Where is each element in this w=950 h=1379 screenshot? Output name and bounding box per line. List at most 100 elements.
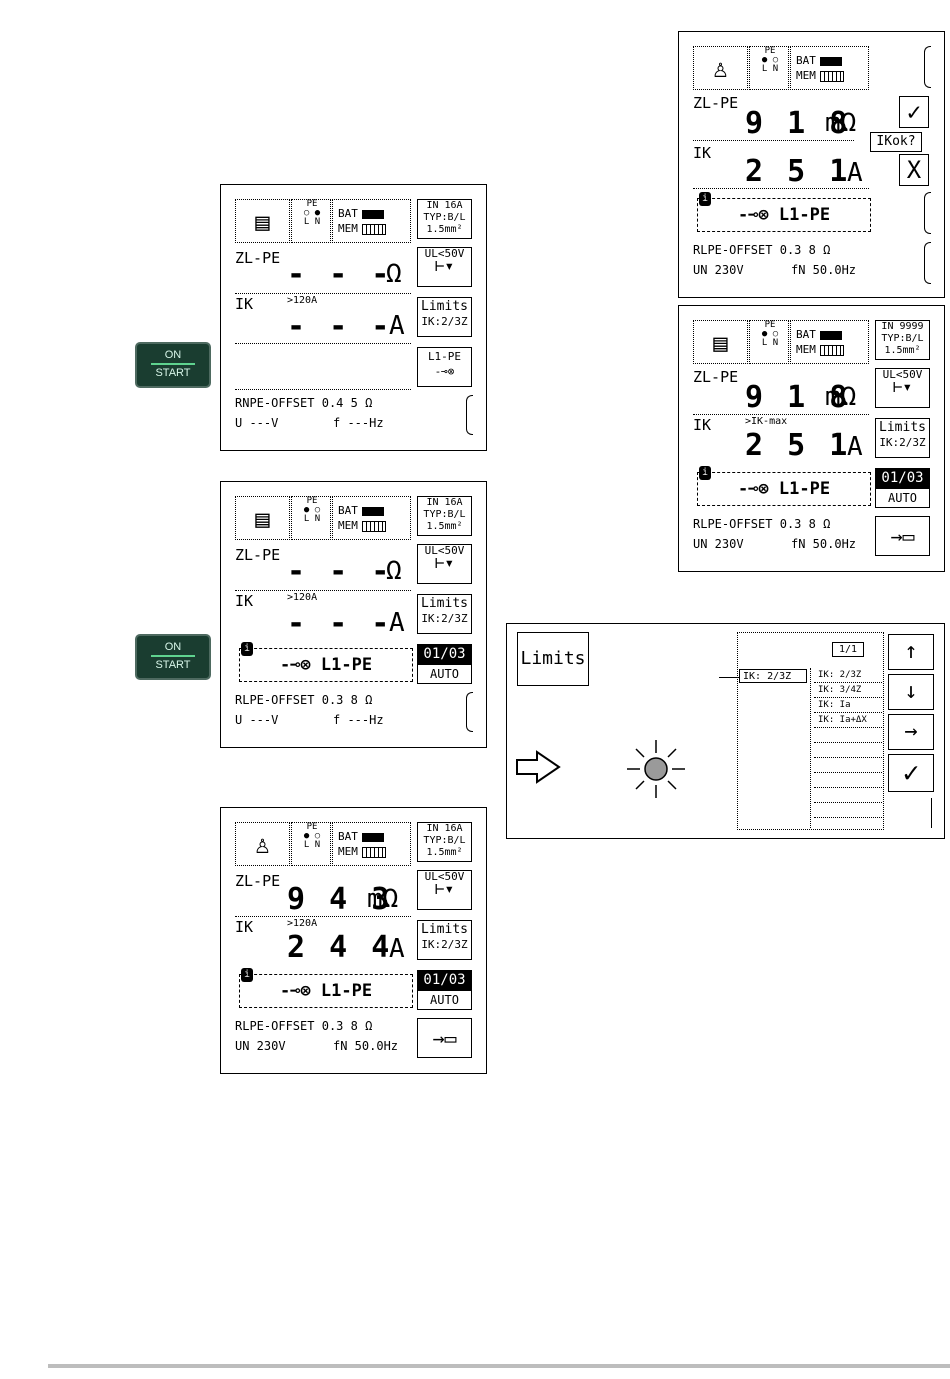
zl-pe-value: 9 1 8 [745,106,851,141]
confirm-button[interactable]: ✓ [899,96,929,128]
offset-row: RNPE-OFFSET 0.4 5 Ω [235,396,373,410]
down-arrow-button[interactable]: ↓ [888,674,934,710]
zl-pe-value: 9 1 8 [745,380,851,415]
auto-button[interactable]: AUTO [417,664,472,684]
connector-line [719,677,739,678]
limit-option[interactable]: IK: 3/4Z [814,683,882,698]
offset-row: RLPE-OFFSET 0.3 8 Ω [235,693,373,707]
ik-ok-prompt: IKok? [870,132,922,152]
auto-button[interactable]: AUTO [417,990,472,1010]
frequency-readout: fN 50.0Hz [791,537,857,551]
counter-button[interactable]: 01/03 [417,970,472,990]
ik-value: 2 5 1 [745,154,851,189]
page-indicator: 1/1 [832,642,864,657]
on-label: ON [164,349,182,361]
ik-range: >120A [287,295,318,306]
probe-l1-pe: -⊸⊗ L1-PE [697,198,871,232]
right-arrow-button[interactable]: → [888,714,934,750]
ik-range: >120A [287,918,318,929]
frequency-readout: fN 50.0Hz [333,1039,399,1053]
limits-list-screen [737,632,884,830]
socket-icon: ▤ [235,199,290,243]
probe-l1-pe: -⊸⊗ L1-PE [697,472,871,506]
ul-limit-button[interactable]: UL<50V⊢▾ [417,247,472,287]
indicator-lamp-icon [627,740,685,798]
socket-icon: ▤ [693,320,748,364]
ul-limit-button[interactable]: UL<50V⊢▾ [875,368,930,408]
ik-label: IK [693,144,712,162]
memory-icon [361,520,386,532]
selected-column [738,668,811,828]
on-start-button[interactable]: ON START [135,634,211,680]
ik-label: IK [235,295,254,313]
frequency-readout: fN 50.0Hz [791,263,857,277]
counter-button[interactable]: 01/03 [417,644,472,664]
ik-label: IK [693,416,712,434]
zl-pe-label: ZL-PE [693,368,739,386]
empty-slot [814,758,882,773]
on-start-button[interactable]: ON START [135,342,211,388]
footer-rule [48,1364,950,1368]
softkey-bracket [924,242,931,284]
selected-limit[interactable]: IK: 2/3Z [739,669,807,683]
zl-pe-value: - - - [287,554,393,589]
reject-button[interactable]: X [899,154,929,186]
l1-pe-button[interactable]: L1-PE-⊸⊗ [417,347,472,387]
empty-slot [814,803,882,818]
zl-pe-value: 9 4 3 [287,882,393,917]
empty-slot [814,728,882,743]
ul-limit-button[interactable]: UL<50V⊢▾ [417,544,472,584]
softkey-bracket [466,395,473,435]
start-label: START [155,367,191,379]
save-button[interactable]: →▭ [417,1018,472,1058]
arrow-right-outline-icon [516,750,561,784]
auto-button[interactable]: AUTO [875,488,930,508]
zl-pe-label: ZL-PE [235,546,281,564]
zl-pe-label: ZL-PE [693,94,739,112]
battery-icon [361,832,384,842]
softkey-bracket [466,692,473,732]
ik-value: 2 4 4 [287,930,393,965]
ik-label: IK [235,918,254,936]
memory-icon [819,70,844,82]
on-label: ON [164,641,182,653]
zl-pe-unit: Ω [386,259,402,289]
limit-option[interactable]: IK: 2/3Z [814,668,882,683]
softkey-bracket [924,46,931,88]
ik-unit: A [847,158,863,188]
limit-option[interactable]: IK: Ia [814,698,882,713]
limits-key[interactable]: Limits [517,632,589,686]
ik-value: 2 5 1 [745,428,851,463]
softkey-bracket [924,192,931,234]
confirm-button[interactable]: ✓ [888,754,934,792]
ul-limit-button[interactable]: UL<50V⊢▾ [417,870,472,910]
zl-pe-label: ZL-PE [235,872,281,890]
save-button[interactable]: →▭ [875,516,930,556]
zl-pe-unit: mΩ [825,382,857,412]
empty-slot [814,773,882,788]
limit-option[interactable]: IK: Ia+ΔX [814,713,882,728]
ik-unit: A [389,934,405,964]
pe-connection-icon: PE○ ●L N [291,199,331,243]
probe-l1-pe: -⊸⊗ L1-PE [239,974,413,1008]
memory-icon [361,846,386,858]
counter-button[interactable]: 01/03 [875,468,930,488]
up-arrow-button[interactable]: ↑ [888,634,934,670]
divider [151,363,195,365]
zl-pe-value: - - - [287,257,393,292]
zl-pe-unit: mΩ [367,884,399,914]
ik-value: - - - [287,606,393,641]
